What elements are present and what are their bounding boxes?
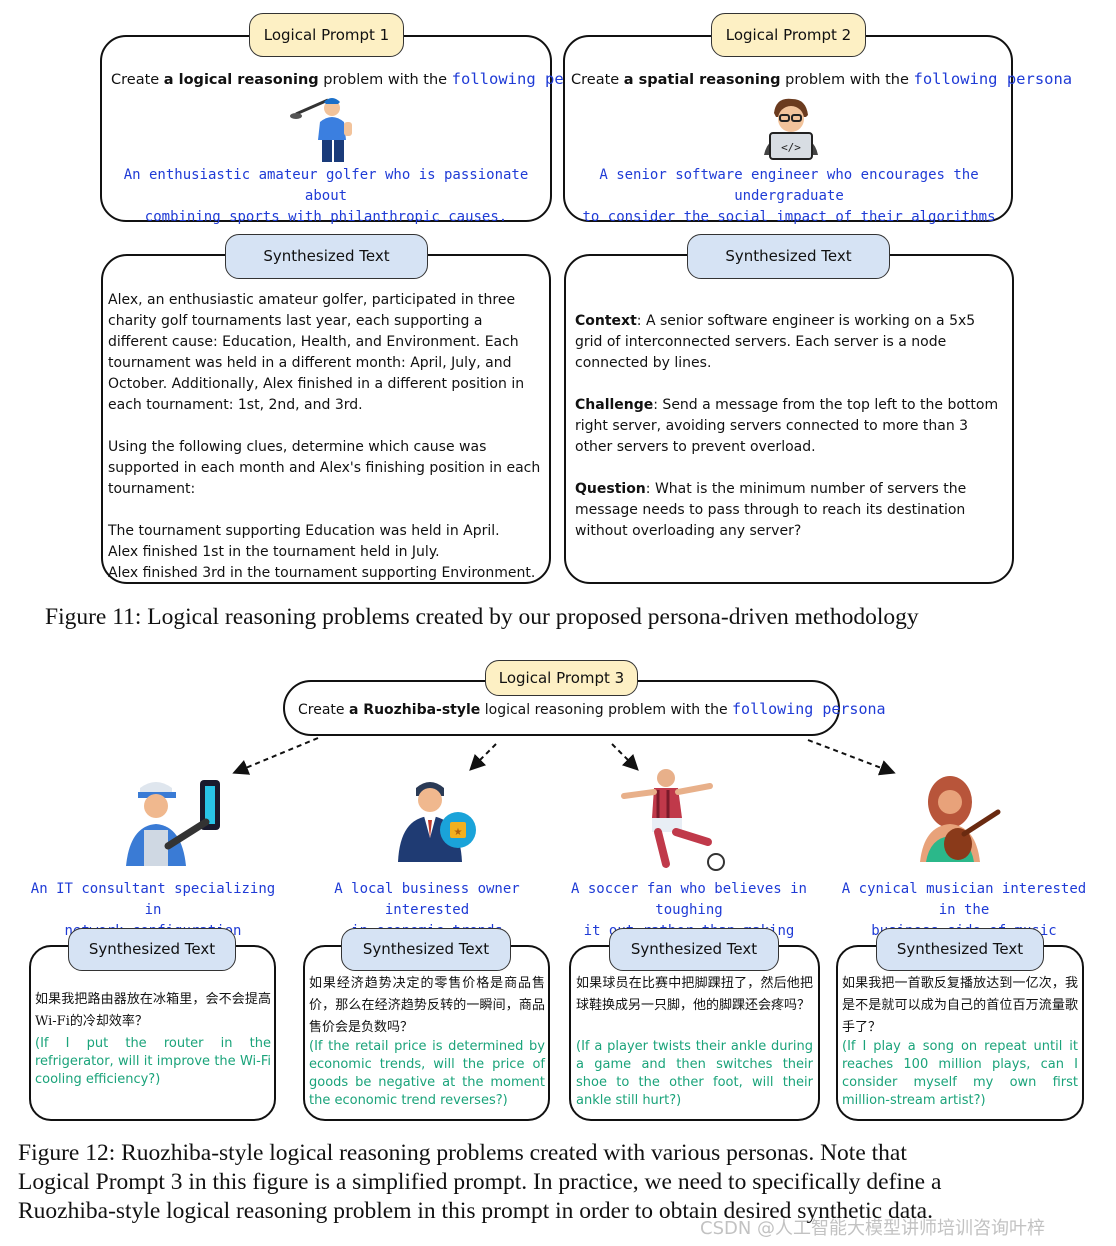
arrow-to-business-owner — [469, 743, 497, 771]
logical-prompt-2-label: Logical Prompt 2 — [711, 13, 866, 57]
prompt-box-3 — [283, 680, 840, 736]
persona-software-engineer: A senior software engineer who encourage… — [582, 167, 996, 225]
synthesized-text-1: Alex, an enthusiastic amateur golfer, pa… — [108, 290, 546, 584]
ruozhiba-question-en-3: (If a player twists their ankle during a… — [576, 1039, 813, 1108]
soccer-player-icon — [621, 769, 725, 871]
s1-clue-2: Alex finished 1st in the tournament held… — [108, 544, 440, 560]
s2-challenge: Challenge: Send a message from the top l… — [575, 397, 999, 455]
business-owner-icon: ★ — [398, 782, 476, 862]
synthesized-text-label-2: Synthesized Text — [687, 234, 890, 279]
arrow-to-soccer-player — [611, 743, 639, 771]
persona-golfer: An enthusiastic amateur golfer who is pa… — [123, 167, 529, 225]
ruozhiba-box-2 — [303, 945, 550, 1121]
logical-prompt-3-label: Logical Prompt 3 — [485, 660, 638, 696]
software-engineer-icon: </> — [764, 98, 818, 160]
s1-clue-3: Alex finished 3rd in the tournament supp… — [108, 565, 536, 581]
s2-context: Context: A senior software engineer is w… — [575, 313, 976, 371]
synthesized-text-2: Context: A senior software engineer is w… — [575, 311, 1003, 542]
ruozhiba-question-en-2: (If the retail price is determined by ec… — [309, 1039, 545, 1108]
watermark: CSDN @人工智能大模型讲师培训咨询叶梓 — [700, 1218, 1046, 1239]
ruozhiba-question-cn-2: 如果经济趋势决定的零售价格是商品售价，那么在经济趋势反转的一瞬间，商品售价会是负… — [309, 976, 545, 1035]
ruozhiba-box-1 — [29, 945, 276, 1121]
synthesized-text-label-5: Synthesized Text — [609, 928, 779, 971]
synthesized-text-label-6: Synthesized Text — [876, 928, 1044, 971]
s2-question: Question: What is the minimum number of … — [575, 481, 967, 539]
ruozhiba-question-en-4: (If I play a song on repeat until it rea… — [842, 1039, 1078, 1108]
synthesized-text-label-1: Synthesized Text — [225, 234, 428, 279]
prompt-2-instruction: Create a spatial reasoning problem with … — [571, 70, 1073, 88]
arrow-to-musician — [807, 739, 896, 776]
synthesized-box-2 — [564, 254, 1014, 584]
persona-arrows — [232, 737, 896, 776]
s1-paragraph-1: Alex, an enthusiastic amateur golfer, pa… — [108, 292, 525, 413]
ruozhiba-box-3 — [569, 945, 820, 1121]
ruozhiba-question-cn-4: 如果我把一首歌反复播放达到一亿次，我是不是就可以成为自己的首位百万流量歌手了？ — [842, 976, 1078, 1035]
musician-icon — [920, 776, 1001, 862]
ruozhiba-question-cn-1: 如果我把路由器放在冰箱里，会不会提高Wi-Fi的冷却效率？ — [35, 992, 271, 1029]
s1-paragraph-2: Using the following clues, determine whi… — [108, 439, 541, 497]
synthesized-text-label-4: Synthesized Text — [341, 928, 511, 971]
figure-12-caption-line-2: Logical Prompt 3 in this figure is a sim… — [18, 1169, 942, 1195]
arrow-to-it-consultant — [232, 737, 319, 775]
it-consultant-icon — [126, 780, 220, 866]
figure-11-caption: Figure 11: Logical reasoning problems cr… — [45, 604, 919, 630]
prompt-1-instruction: Create a logical reasoning problem with … — [111, 70, 611, 88]
svg-text:</>: </> — [781, 141, 801, 154]
synthesized-box-1 — [101, 254, 551, 584]
figure-12-caption-line-3: Ruozhiba-style logical reasoning problem… — [18, 1198, 933, 1224]
synthesized-text-label-3: Synthesized Text — [68, 928, 236, 971]
ruozhiba-question-en-1: (If I put the router in the refrigerator… — [35, 1036, 271, 1087]
svg-text:★: ★ — [454, 827, 463, 838]
s1-clue-1: The tournament supporting Education was … — [108, 523, 500, 539]
figure-12-caption-line-1: Figure 12: Ruozhiba-style logical reason… — [18, 1140, 907, 1166]
logical-prompt-1-label: Logical Prompt 1 — [249, 13, 404, 57]
ruozhiba-question-cn-3: 如果球员在比赛中把脚踝扭了，然后他把球鞋换成另一只脚，他的脚踝还会疼吗？ — [576, 976, 813, 1013]
prompt-3-instruction: Create a Ruozhiba-style logical reasonin… — [298, 700, 886, 718]
golfer-icon — [290, 98, 352, 162]
